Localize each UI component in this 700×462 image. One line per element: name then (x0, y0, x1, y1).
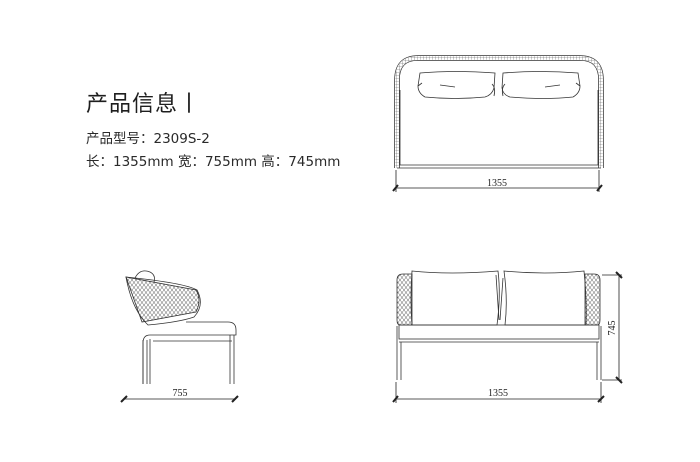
page-title: 产品信息丨 (86, 92, 202, 117)
top-view-width-label: 1355 (487, 178, 507, 189)
top-view-drawing (394, 55, 604, 169)
product-model: 产品型号：2309S-2 (86, 131, 210, 147)
side-view-dimension (120, 395, 239, 403)
front-view-drawing (396, 270, 602, 380)
front-view-dimensions (392, 271, 623, 403)
front-view-width-label: 1355 (488, 388, 508, 399)
side-view-depth-label: 755 (173, 388, 188, 399)
front-view-height-label: 745 (607, 321, 618, 336)
product-dimensions: 长：1355mm 宽：755mm 高：745mm (86, 154, 341, 170)
top-view-dimension (392, 170, 603, 192)
side-view-drawing (125, 270, 237, 384)
